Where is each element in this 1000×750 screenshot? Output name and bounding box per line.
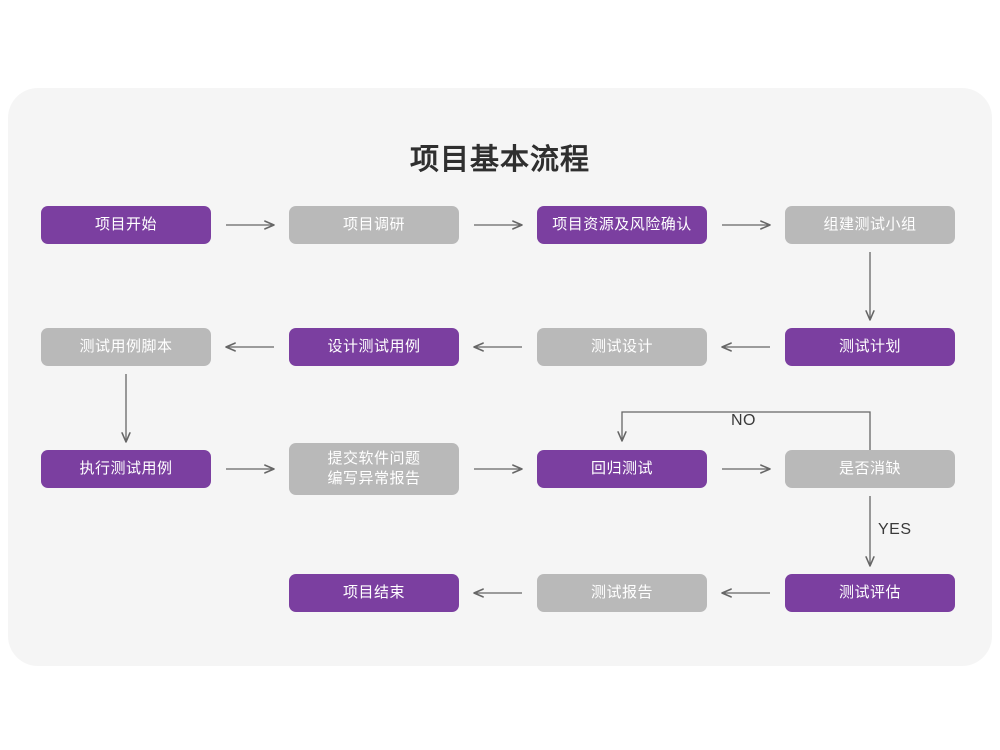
- flow-node-n1[interactable]: 项目开始: [41, 206, 211, 244]
- flowchart-card: [8, 88, 992, 666]
- edge-label-yes: YES: [878, 521, 912, 538]
- flow-node-n5[interactable]: 测试计划: [785, 328, 955, 366]
- flow-node-n15[interactable]: 项目结束: [289, 574, 459, 612]
- flow-node-n12[interactable]: 是否消缺: [785, 450, 955, 488]
- flow-node-n2[interactable]: 项目调研: [289, 206, 459, 244]
- flow-node-n14[interactable]: 测试报告: [537, 574, 707, 612]
- flow-node-n8[interactable]: 测试用例脚本: [41, 328, 211, 366]
- page-title: 项目基本流程: [409, 144, 590, 176]
- flow-node-n11[interactable]: 回归测试: [537, 450, 707, 488]
- edge-label-no: NO: [731, 412, 756, 429]
- flow-node-n13[interactable]: 测试评估: [785, 574, 955, 612]
- flow-node-n7[interactable]: 设计测试用例: [289, 328, 459, 366]
- flow-node-n4[interactable]: 组建测试小组: [785, 206, 955, 244]
- flow-node-n9[interactable]: 执行测试用例: [41, 450, 211, 488]
- flow-node-n6[interactable]: 测试设计: [537, 328, 707, 366]
- flow-node-n3[interactable]: 项目资源及风险确认: [537, 206, 707, 244]
- flow-node-n10[interactable]: 提交软件问题 编写异常报告: [289, 443, 459, 495]
